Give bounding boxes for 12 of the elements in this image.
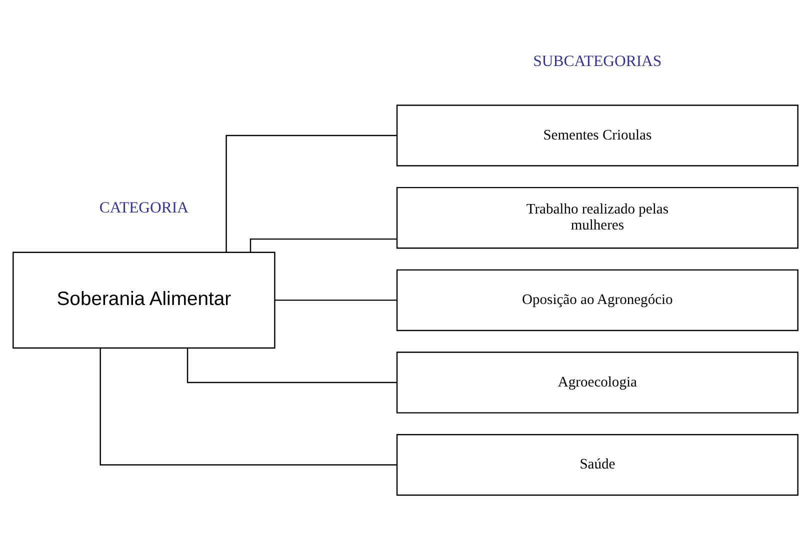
label: CATEGORIA [99, 198, 189, 216]
connector [186, 348, 397, 383]
node-box: Oposição ao Agronegócio [396, 268, 798, 331]
connector [274, 299, 397, 300]
node-box: Sementes Crioulas [396, 104, 798, 166]
node-box: Trabalho realizado pelas mulheres [396, 186, 798, 248]
label: SUBCATEGORIAS [533, 52, 662, 70]
connector [100, 348, 397, 465]
node-box: Soberania Alimentar [12, 251, 276, 348]
connector [226, 134, 397, 252]
node-box: Agroecologia [396, 351, 798, 413]
node-box: Saúde [396, 434, 798, 496]
